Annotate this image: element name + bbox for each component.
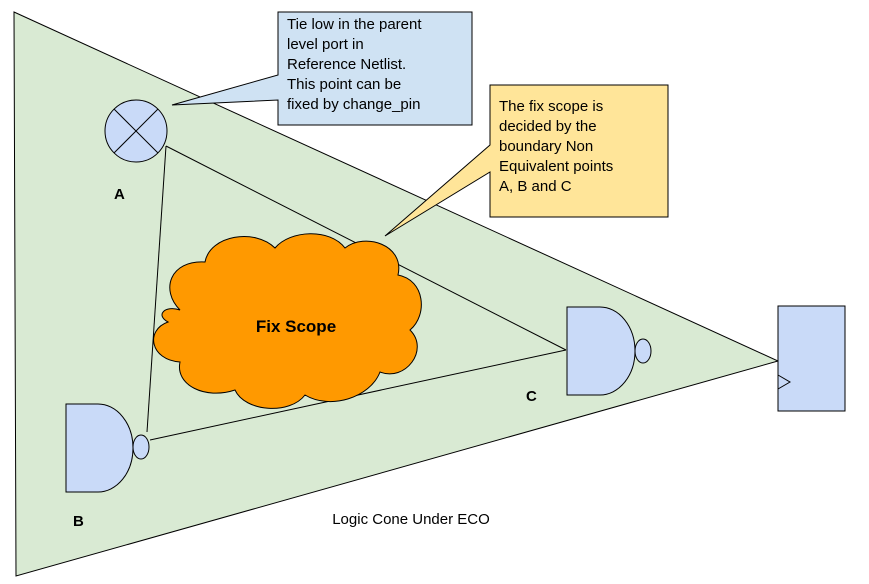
callout-line: decided by the — [499, 118, 597, 135]
point-a-label: A — [114, 186, 125, 203]
callout-fix-scope-text: The fix scope is decided by the boundary… — [499, 97, 613, 197]
callout-line: Reference Netlist. — [287, 56, 407, 73]
callout-tie-low-box — [171, 11, 473, 126]
cone-label: Logic Cone Under ECO — [332, 511, 490, 528]
point-c-label: C — [526, 388, 537, 405]
callout-line: level port in — [287, 36, 364, 53]
callout-line: fixed by change_pin — [287, 96, 421, 113]
callout-fix-scope-box — [384, 84, 669, 237]
callout-line: boundary Non — [499, 138, 594, 155]
callout-line: This point can be — [287, 76, 402, 93]
point-a-tie-symbol — [104, 99, 168, 163]
callout-tie-low-text: Tie low in the parent level port in Refe… — [287, 15, 422, 115]
point-b-label: B — [73, 513, 84, 530]
callout-line: A, B and C — [499, 178, 572, 195]
wire-a-to-b — [146, 145, 167, 433]
callout-line: Tie low in the parent — [287, 16, 422, 33]
gate-b-nand — [65, 403, 150, 493]
fix-scope-cloud — [153, 233, 422, 409]
callout-line: The fix scope is — [499, 98, 604, 115]
fix-scope-label: Fix Scope — [256, 317, 336, 336]
flip-flop-register — [777, 305, 846, 412]
callout-line: Equivalent points — [499, 158, 614, 175]
gate-c-nand — [566, 306, 652, 396]
